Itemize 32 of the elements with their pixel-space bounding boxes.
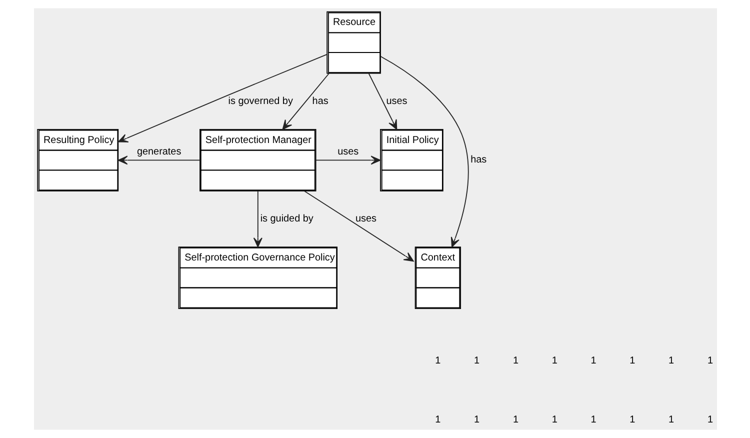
arrow <box>368 73 397 130</box>
label: 1 <box>590 414 596 426</box>
label: 1 <box>474 414 480 426</box>
label: 1 <box>706 356 712 367</box>
arrow <box>380 56 468 248</box>
label: 1 <box>590 356 596 367</box>
arrow <box>117 54 327 142</box>
label: 1 <box>629 414 635 426</box>
label: 1 <box>474 356 480 367</box>
edge-label: uses <box>355 214 376 225</box>
label: 1 <box>512 356 518 367</box>
label: 1 <box>629 356 635 367</box>
edge-label: generates <box>136 146 181 158</box>
edge-label: uses <box>337 146 358 158</box>
edge-label: is governed by <box>228 96 292 107</box>
label: 1 <box>551 356 557 367</box>
label: 1 <box>668 414 674 426</box>
label: 1 <box>551 414 557 426</box>
edge-label: has <box>312 96 328 107</box>
arrow <box>282 73 329 130</box>
edge-label: has <box>470 154 486 166</box>
arrow <box>304 190 414 262</box>
arrow <box>117 156 200 165</box>
label: 1 <box>434 414 440 426</box>
arrow <box>252 190 262 248</box>
label: 1 <box>668 356 674 367</box>
label: 1 <box>706 414 712 426</box>
label: 1 <box>512 414 518 426</box>
label: 1 <box>434 356 440 367</box>
edge-label: is guided by <box>260 214 313 225</box>
edge-label: uses <box>386 96 407 107</box>
arrow <box>315 156 380 165</box>
